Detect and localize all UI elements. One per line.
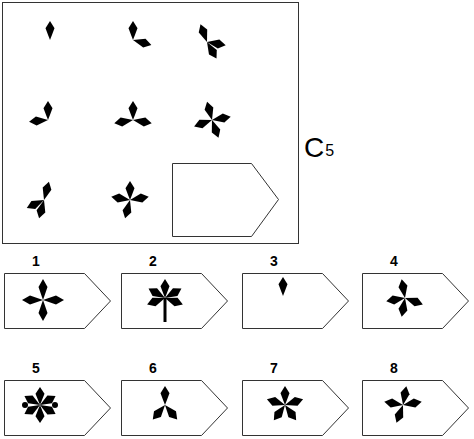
- petal: [39, 279, 48, 300]
- petal: [397, 297, 409, 317]
- option-frame: [5, 381, 111, 436]
- petal-figure: [22, 279, 64, 321]
- petal: [392, 403, 407, 424]
- answer-option: 5: [4, 360, 112, 437]
- answer-option: 2: [121, 253, 229, 330]
- empty-answer-slot: [173, 164, 279, 237]
- option-outline: [4, 253, 112, 330]
- petal: [211, 112, 231, 124]
- petal-figure: [46, 21, 55, 40]
- petal: [203, 100, 217, 121]
- option-number: 2: [149, 253, 157, 269]
- petal: [111, 192, 131, 204]
- petal: [193, 116, 214, 131]
- option-outline: [4, 360, 112, 437]
- petal-figure: [129, 21, 153, 49]
- petal: [44, 101, 53, 120]
- petal: [46, 21, 55, 40]
- petal: [384, 397, 404, 409]
- petal: [266, 395, 287, 409]
- petal-figure: [384, 386, 423, 425]
- option-outline: [121, 253, 229, 330]
- petal: [121, 199, 135, 220]
- petal: [402, 397, 422, 409]
- petal: [132, 116, 152, 128]
- option-number: 7: [270, 360, 278, 376]
- petal: [43, 296, 64, 305]
- petal: [114, 116, 134, 128]
- petal: [161, 386, 170, 405]
- answer-option: 7: [242, 360, 350, 437]
- petal-figure: [149, 386, 180, 422]
- option-frame: [243, 274, 349, 329]
- petal-figure: [386, 279, 425, 318]
- option-frame: [122, 381, 228, 436]
- petal-figure: [146, 279, 185, 322]
- petal-figures: [22, 21, 424, 424]
- option-outline: [362, 360, 470, 437]
- petal: [196, 23, 211, 44]
- option-frame: [122, 274, 228, 329]
- petal: [279, 277, 288, 296]
- matrix-frame: [3, 3, 299, 244]
- petal: [281, 402, 299, 423]
- petal: [29, 116, 49, 127]
- petal: [129, 101, 138, 120]
- option-number: 8: [390, 360, 398, 376]
- option-outline: [242, 360, 350, 437]
- answer-option: 1: [4, 253, 112, 330]
- option-outline: [362, 253, 470, 330]
- answer-option: 8: [362, 360, 470, 437]
- petal: [40, 180, 54, 201]
- petal: [126, 181, 135, 200]
- figure-stem: [164, 298, 167, 322]
- option-number: 3: [270, 253, 278, 269]
- option-frame: [5, 274, 111, 329]
- option-frame: [243, 381, 349, 436]
- petal-dot: [52, 402, 58, 408]
- petal: [397, 279, 409, 299]
- petal: [281, 386, 290, 405]
- option-frame: [363, 274, 469, 329]
- petal-figure: [29, 101, 53, 126]
- option-number: 5: [32, 360, 40, 376]
- option-number: 4: [390, 253, 398, 269]
- petal: [22, 392, 42, 409]
- option-frame: [363, 381, 469, 436]
- petal: [149, 402, 168, 422]
- petal: [129, 21, 138, 40]
- set-letter: C: [304, 132, 324, 164]
- set-number: 5: [325, 142, 334, 160]
- petal-figure: [279, 277, 288, 296]
- answer-option: 6: [121, 360, 229, 437]
- answer-option: 3: [242, 253, 350, 330]
- answer-option: 4: [362, 253, 470, 330]
- petal: [203, 40, 220, 61]
- petal-figure: [114, 101, 153, 128]
- option-number: 6: [149, 360, 157, 376]
- petal: [146, 294, 167, 309]
- petal: [129, 192, 149, 204]
- petal-figure: [111, 181, 150, 220]
- petal: [163, 294, 184, 309]
- petal-figure: [25, 180, 53, 219]
- petal: [39, 300, 48, 321]
- petal: [132, 36, 153, 50]
- petal: [35, 199, 49, 220]
- petal-figure: [196, 23, 226, 61]
- petal-dot: [22, 402, 28, 408]
- petal: [162, 402, 181, 422]
- option-number: 1: [32, 253, 40, 269]
- petal-figure: [22, 387, 58, 423]
- petal-figure: [193, 100, 232, 139]
- petal: [22, 296, 43, 305]
- petal-figure: [266, 386, 305, 423]
- option-outline: [242, 253, 350, 330]
- option-outline: [121, 360, 229, 437]
